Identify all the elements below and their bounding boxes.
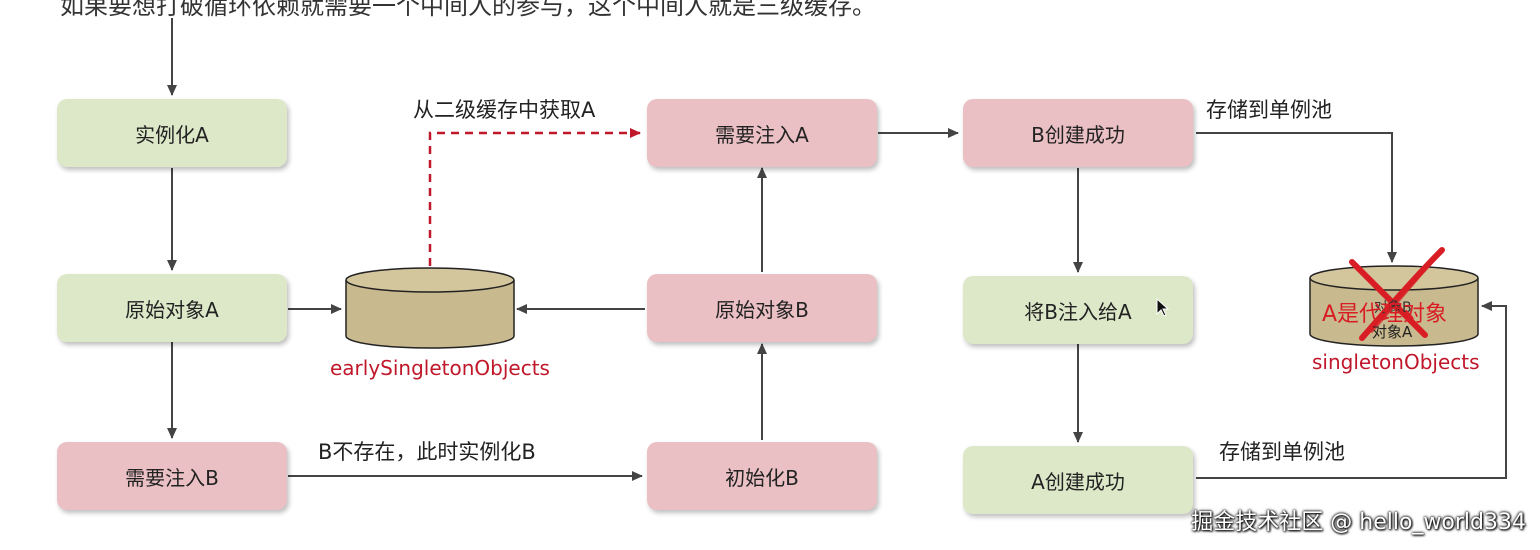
edge-label-b-not-exist: B不存在，此时实例化B — [318, 440, 536, 464]
singleton-cylinder — [1309, 265, 1479, 347]
edge-label-store-singleton-1: 存储到单例池 — [1206, 98, 1332, 122]
cursor-icon — [1156, 298, 1170, 317]
node-raw-object-a: 原始对象A — [57, 274, 287, 342]
node-init-b: 初始化B — [647, 442, 877, 510]
arrow-dashed-early-to-need-a — [428, 128, 641, 266]
node-need-inject-a: 需要注入A — [647, 99, 877, 167]
early-singleton-label: earlySingletonObjects — [330, 356, 550, 380]
edge-label-get-a-from-cache: 从二级缓存中获取A — [413, 98, 596, 122]
cross-mark-icon — [1349, 247, 1445, 341]
singleton-label: singletonObjects — [1312, 350, 1480, 374]
arrow-b-created-to-singleton — [1196, 132, 1397, 263]
header-caption: 如果要想打破循环依赖就需要一个中间人的参与，这个中间人就是三级缓存。 — [60, 0, 876, 20]
early-singleton-cylinder — [345, 267, 515, 349]
edge-label-store-singleton-2: 存储到单例池 — [1219, 440, 1345, 464]
node-need-inject-b: 需要注入B — [57, 442, 287, 510]
node-raw-object-b: 原始对象B — [647, 274, 877, 342]
arrow-a-created-to-singleton — [1196, 301, 1507, 479]
node-instantiate-a: 实例化A — [57, 99, 287, 167]
singleton-content-line2: 对象A — [1372, 323, 1413, 341]
node-a-created: A创建成功 — [963, 446, 1193, 514]
node-inject-b-into-a: 将B注入给A — [963, 276, 1193, 344]
proxy-object-annotation: A是代理对象 — [1322, 302, 1448, 327]
node-b-created: B创建成功 — [963, 99, 1193, 167]
watermark: 掘金技术社区 @ hello_world334 — [1191, 510, 1526, 535]
singleton-content-line1: 对象B — [1374, 300, 1412, 316]
